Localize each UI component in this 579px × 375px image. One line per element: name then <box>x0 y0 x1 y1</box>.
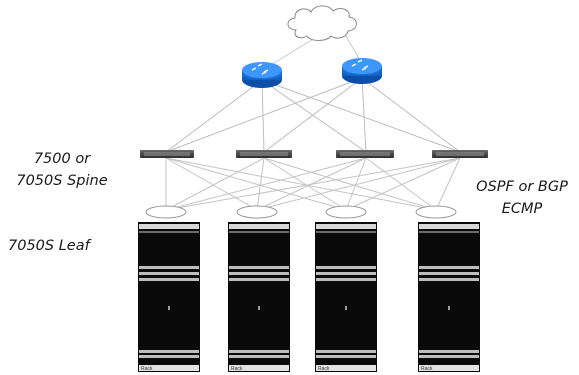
switch-icon <box>236 150 292 158</box>
router-spine-links <box>165 77 461 153</box>
spine-label-line2: 7050S Spine <box>16 173 108 189</box>
rack-icon: Rack <box>228 222 290 372</box>
leaf-label: 7050S Leaf <box>8 235 120 257</box>
leaf-switch-icon <box>415 205 457 219</box>
leaf-switches <box>145 205 457 219</box>
rack-label: Rack <box>318 366 330 372</box>
routing-label: OSPF or BGP ECMP <box>466 176 578 220</box>
rack-label: Rack <box>231 366 243 372</box>
spine-label-line1: 7500 or <box>33 151 91 167</box>
cloud-icon <box>287 5 357 41</box>
rack-label: Rack <box>141 366 153 372</box>
router-icon <box>242 62 282 88</box>
spine-leaf-links <box>165 157 461 211</box>
racks: Rack Rack Rack Rack <box>138 222 480 372</box>
switch-icon <box>140 150 194 158</box>
rack-icon: Rack <box>418 222 480 372</box>
router-icon <box>342 58 382 84</box>
routing-label-line1: OSPF or BGP <box>476 179 568 195</box>
leaf-switch-icon <box>145 205 187 219</box>
routing-label-line2: ECMP <box>501 201 543 217</box>
leaf-switch-icon <box>325 205 367 219</box>
rack-label: Rack <box>421 366 433 372</box>
spine-switches <box>140 150 488 158</box>
switch-icon <box>336 150 394 158</box>
rack-icon: Rack <box>138 222 200 372</box>
leaf-switch-icon <box>236 205 278 219</box>
leaf-label-text: 7050S Leaf <box>8 238 90 254</box>
rack-icon: Rack <box>315 222 377 372</box>
spine-label: 7500 or 7050S Spine <box>6 148 118 192</box>
switch-icon <box>432 150 488 158</box>
